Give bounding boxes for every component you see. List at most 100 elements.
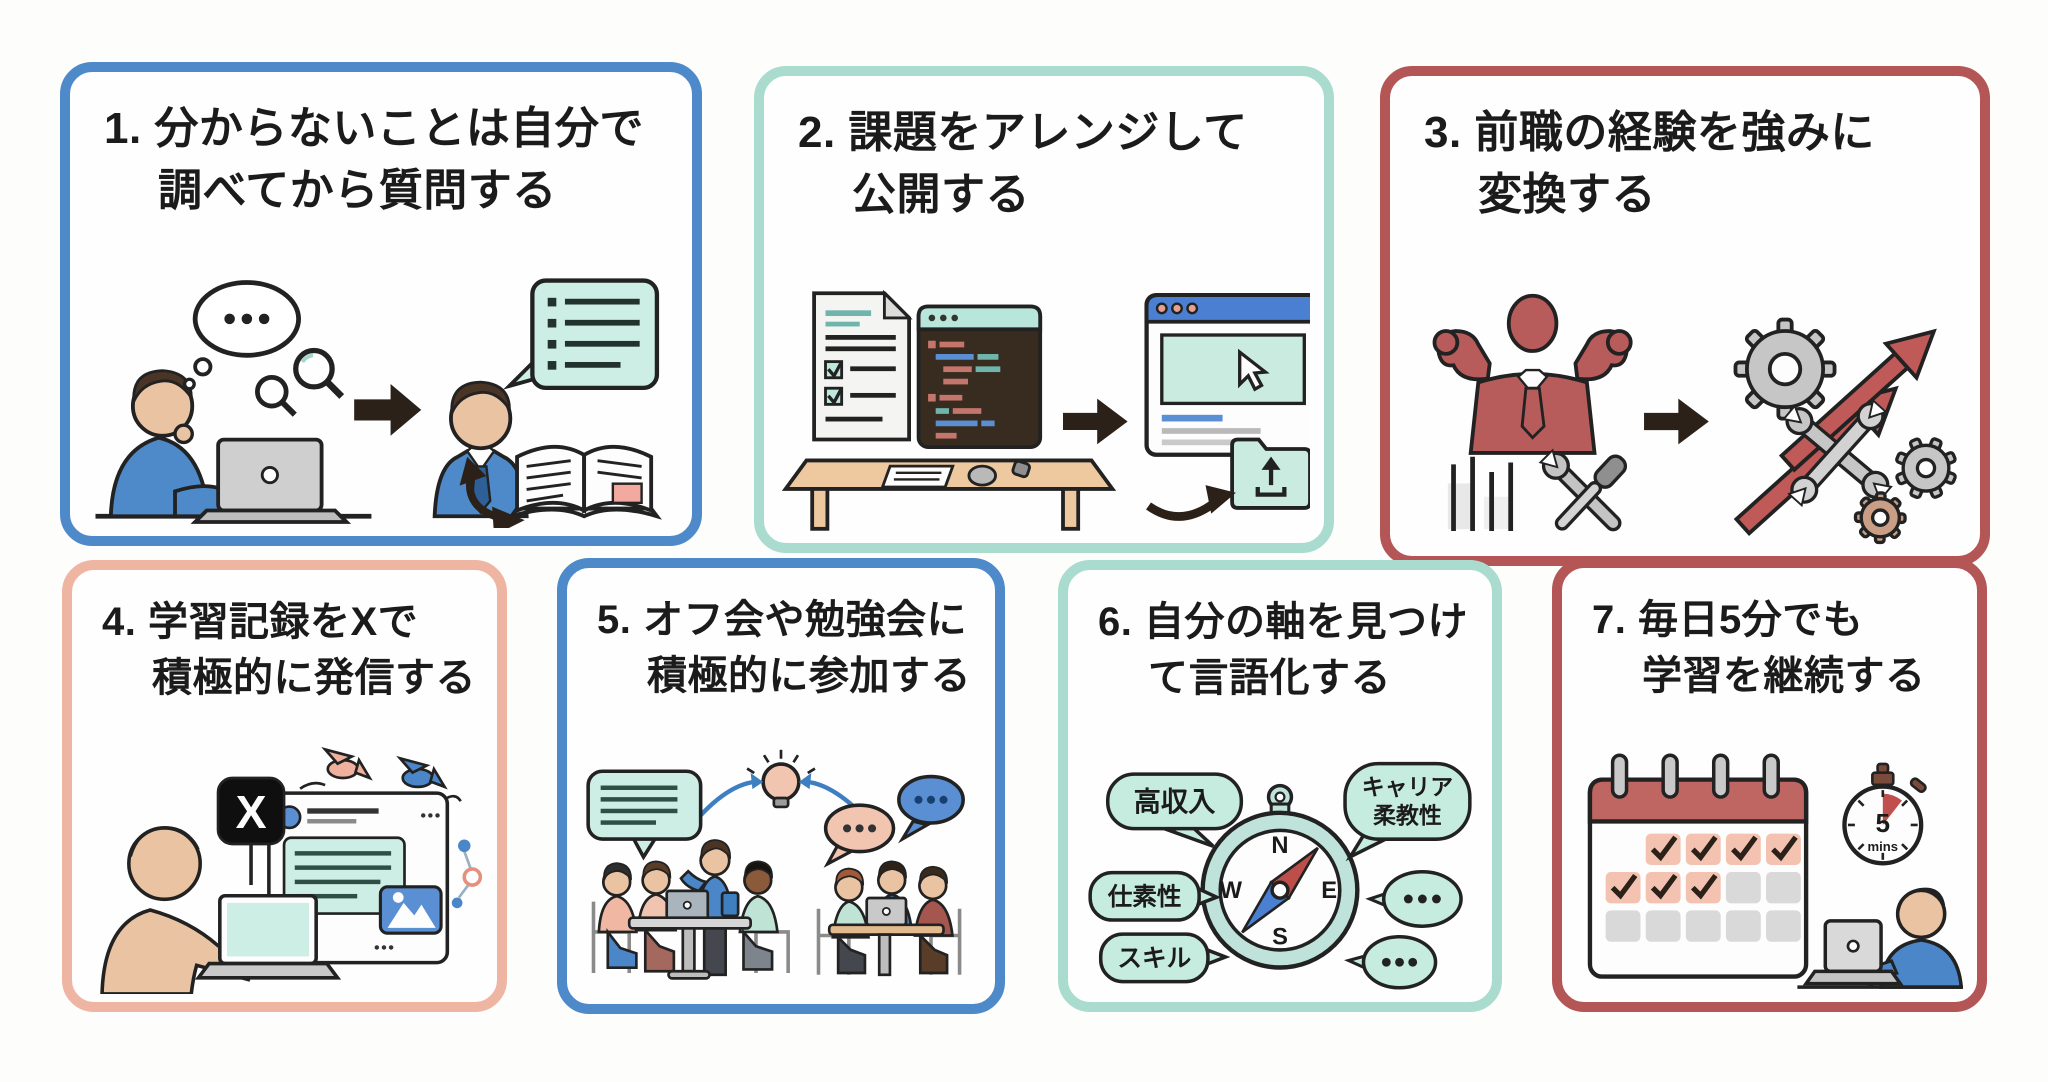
gear-small-icon (1895, 437, 1957, 499)
card-6-title: 6. 自分の軸を見つけ て言語化する (1098, 594, 1474, 706)
answering-person (432, 380, 529, 519)
card-3-title: 3. 前職の経験を強みに 変換する (1424, 102, 1962, 225)
compass-east-label: E (1321, 878, 1337, 904)
person-mint-2 (831, 867, 870, 975)
crossed-tools (1538, 448, 1628, 532)
left-group (591, 838, 790, 980)
open-book (506, 445, 662, 521)
card-3-title-line2: 変換する (1478, 169, 1656, 219)
gear-tan-icon (1853, 491, 1907, 544)
idea-bulb-icon (746, 749, 816, 809)
card-7-title: 7. 毎日5分でも 学習を継続する (1592, 592, 1959, 704)
card-5-title-line2: 積極的に参加する (647, 654, 971, 698)
card-4-title: 4. 学習記録をXで 積極的に発信する (102, 594, 479, 706)
calendar (1587, 753, 1809, 979)
mint-speech-bubble (586, 769, 703, 861)
card-3-illustration (1432, 293, 1957, 544)
card-7-illustration: 5 mins (1587, 753, 1963, 989)
card-2: 2. 課題をアレンジして 公開する (754, 66, 1334, 553)
card-7-title-line2: 学習を継続する (1642, 654, 1926, 698)
arrow-right-icon (1644, 398, 1709, 445)
card-1-title: 1. 分からないことは自分で 調べてから質問する (104, 98, 674, 221)
card-1-illustration (95, 278, 662, 528)
card-1-title-line2: 調べてから質問する (158, 165, 557, 215)
right-group (816, 860, 962, 976)
swap-arrows-icon (459, 457, 525, 528)
bubble-high-income: 高収入 (1105, 772, 1244, 849)
code-editor-window (916, 305, 1043, 450)
motion-line (299, 781, 326, 790)
arrow-right-icon (354, 384, 422, 437)
cursor-icon (1238, 349, 1270, 392)
card-3-title-line1: 3. 前職の経験を強みに (1424, 108, 1875, 157)
stopwatch-unit-label: mins (1868, 839, 1899, 854)
image-thumbnail-icon (378, 885, 443, 935)
bubble-skill-label: スキル (1117, 946, 1191, 973)
bird-salmon-icon (321, 747, 373, 781)
card-6-illustration: N S W E 高収入 キャリア 柔教性 仕素性 スキル (1088, 761, 1472, 990)
posting-person (100, 826, 258, 994)
card-2-title: 2. 課題をアレンジして 公開する (798, 102, 1306, 225)
gear-large-icon (1733, 317, 1837, 421)
card-7: 7. 毎日5分でも 学習を継続する (1552, 558, 1987, 1012)
person-presenter (679, 838, 740, 976)
card-2-title-line2: 公開する (852, 169, 1030, 219)
pink-dots-bubble (823, 803, 896, 868)
bubble-dots-1 (1365, 870, 1463, 929)
bubble-career: キャリア 柔教性 (1343, 761, 1472, 862)
stopwatch-icon: 5 mins (1842, 762, 1927, 866)
card-5-title: 5. オフ会や勉強会に 積極的に参加する (597, 592, 977, 704)
card-6-title-line2: て言語化する (1148, 656, 1391, 700)
calendar-cells (1605, 833, 1801, 942)
answer-speech-bubble (502, 278, 660, 391)
person-brick (913, 865, 954, 975)
x-logo-glyph: X (236, 786, 267, 838)
card-2-title-line1: 2. 課題をアレンジして (798, 108, 1248, 157)
browser-window (1144, 293, 1310, 458)
bubble-work: 仕素性 (1088, 870, 1222, 922)
laptop (190, 437, 352, 525)
card-5-title-line1: 5. オフ会や勉強会に (597, 598, 967, 642)
desk-items (880, 460, 1031, 489)
stopwatch-needle (1882, 793, 1902, 825)
card-4: 4. 学習記録をXで 積極的に発信する X (62, 560, 507, 1012)
compass: N S W E (1200, 783, 1360, 970)
bubble-career-label-2: 柔教性 (1373, 802, 1442, 828)
laptop (1802, 919, 1904, 986)
bubble-skill: スキル (1098, 932, 1231, 984)
card-6: 6. 自分の軸を見つけ て言語化する N S W E 高収入 キャリア 柔教性 (1058, 560, 1502, 1012)
card-7-title-line1: 7. 毎日5分でも (1592, 598, 1864, 642)
person-salmon (597, 862, 638, 969)
bubble-dots-2 (1344, 935, 1438, 990)
strong-figure (1432, 293, 1633, 455)
checklist-document (812, 290, 913, 442)
card-3: 3. 前職の経験を強みに 変換する (1380, 66, 1990, 566)
bird-blue-icon (396, 756, 448, 790)
card-1-title-line1: 1. 分からないことは自分で (104, 104, 644, 153)
code-lines (928, 341, 1001, 440)
compass-north-label: N (1271, 833, 1288, 859)
network-dots (451, 839, 483, 909)
compass-south-label: S (1272, 925, 1288, 951)
thought-bubble (182, 280, 302, 391)
x-logo: X (216, 776, 286, 886)
studying-person (1859, 887, 1963, 989)
curved-arrow-icon (1146, 485, 1236, 522)
card-2-illustration (781, 290, 1310, 532)
bubble-high-income-label: 高収入 (1134, 786, 1216, 817)
card-6-title-line1: 6. 自分の軸を見つけ (1098, 600, 1468, 644)
blue-dots-bubble (897, 774, 965, 844)
compass-west-label: W (1220, 878, 1243, 904)
bar-chart-lines (1447, 456, 1514, 531)
stopwatch-value-label: 5 (1876, 808, 1891, 838)
person-mint (738, 860, 779, 971)
bubble-work-label: 仕素性 (1107, 883, 1182, 911)
card-4-title-line2: 積極的に発信する (152, 656, 476, 700)
card-1: 1. 分からないことは自分で 調べてから質問する (60, 62, 702, 546)
upload-folder-icon (1230, 438, 1310, 511)
bubble-career-label-1: キャリア (1362, 774, 1453, 800)
card-5-illustration (586, 749, 965, 980)
crossed-wrenches (1781, 398, 1893, 507)
card-5: 5. オフ会や勉強会に 積極的に参加する (557, 558, 1005, 1014)
laptop (194, 894, 342, 980)
